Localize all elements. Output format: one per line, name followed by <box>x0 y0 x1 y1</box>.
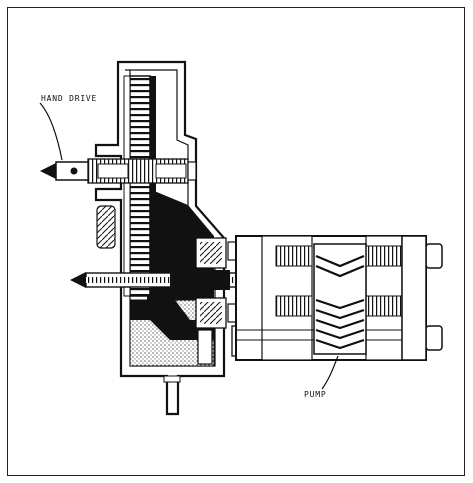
pump-label: PUMP <box>304 390 327 399</box>
hand-drive-shaft <box>40 158 197 184</box>
hand-drive-leader <box>39 102 63 161</box>
hand-drive-label: HAND DRIVE <box>41 94 98 103</box>
pump-body <box>235 235 443 361</box>
large-gear <box>123 75 156 297</box>
pump-leader <box>321 355 339 390</box>
figure-border <box>7 7 465 476</box>
